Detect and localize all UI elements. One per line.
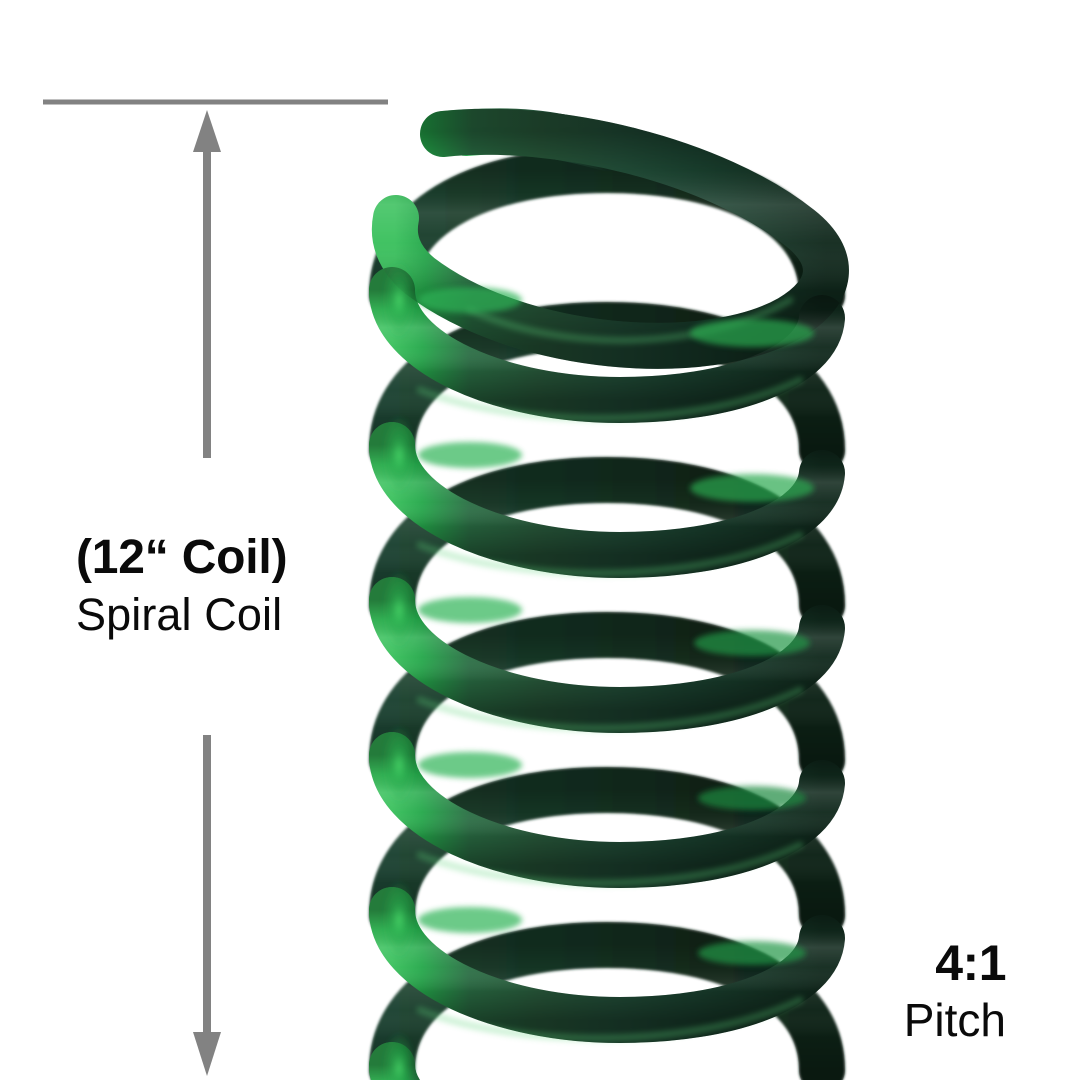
coil-dimension-label: (12“ Coil) Spiral Coil [76, 531, 288, 640]
coil-label-secondary: Spiral Coil [76, 588, 283, 640]
pitch-ratio-label: 4:1 Pitch [903, 935, 1007, 1046]
pitch-label-secondary: Pitch [903, 994, 1006, 1046]
coil-label-primary: (12“ Coil) [76, 531, 288, 584]
pitch-label-primary: 4:1 [935, 935, 1006, 991]
